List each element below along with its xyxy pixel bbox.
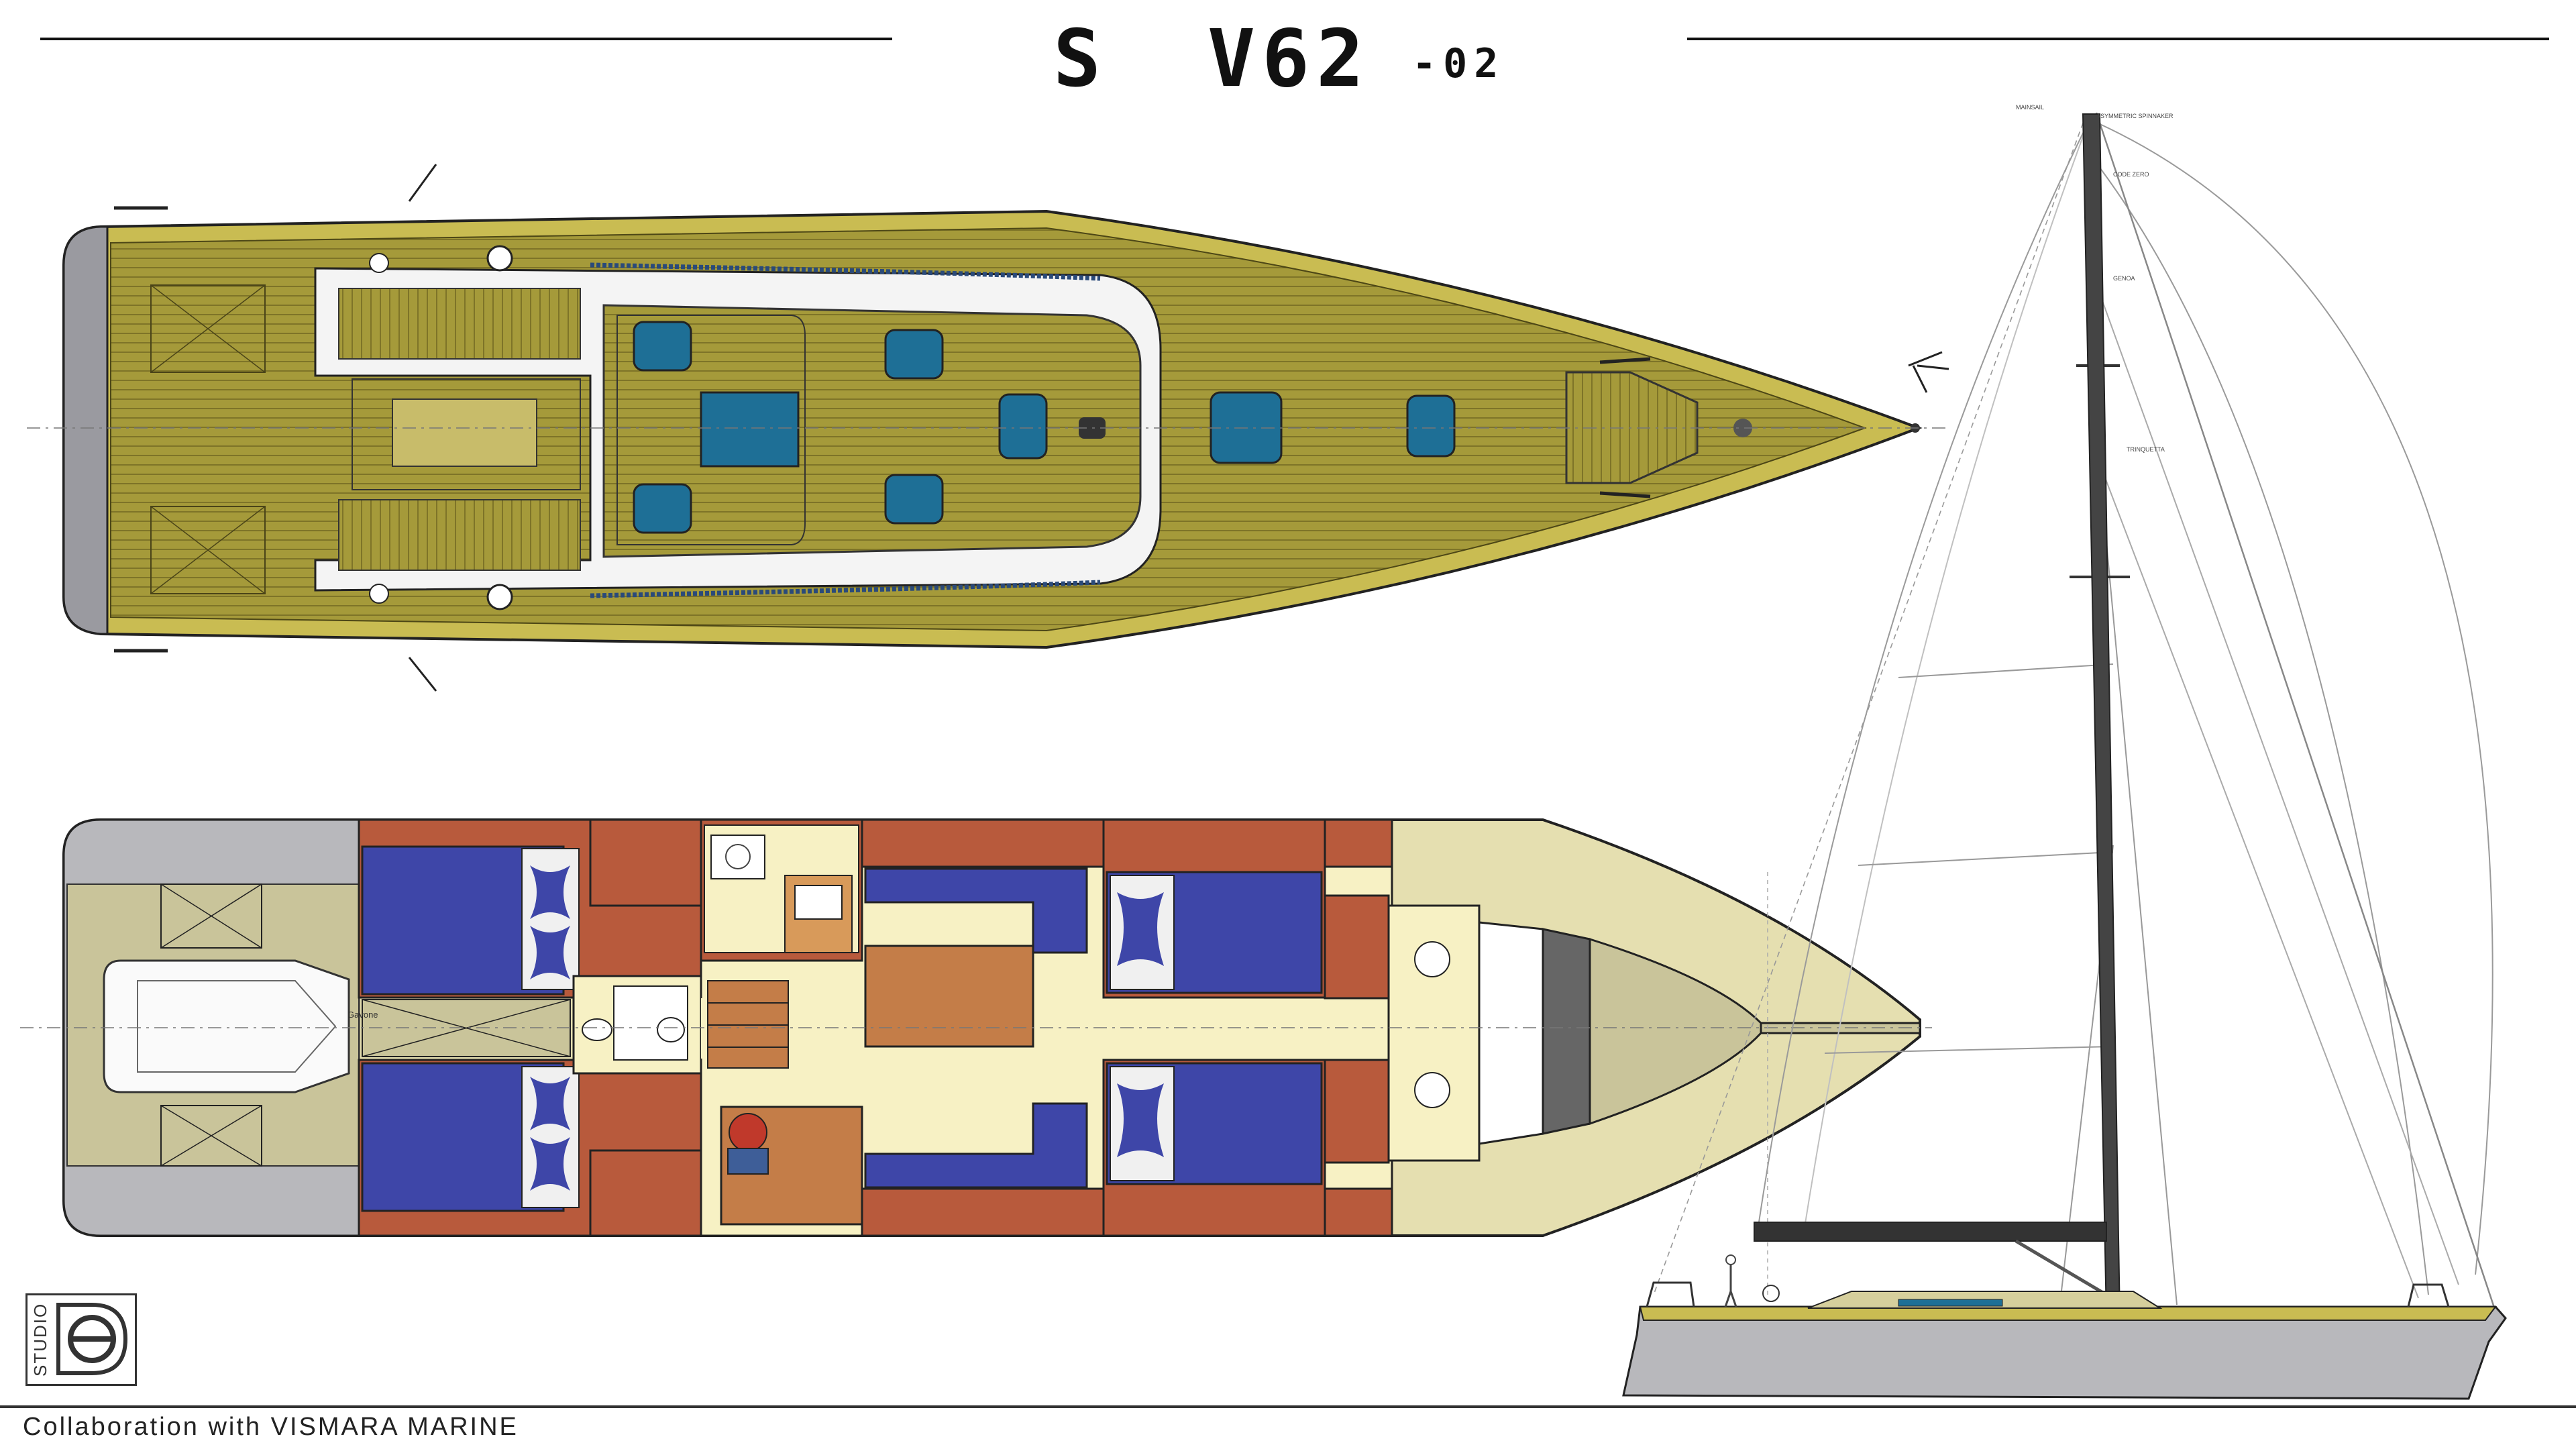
deckhouse-inner — [616, 315, 806, 545]
anchor-locker — [1565, 371, 1699, 484]
side-deck-starboard — [590, 580, 1101, 598]
lazarette-starboard — [150, 506, 266, 594]
chain-locker — [1542, 928, 1591, 1135]
hatch — [998, 393, 1048, 460]
rig-label-trinquetta: TRINQUETTA — [2127, 446, 2165, 453]
batten — [1824, 1046, 2114, 1054]
saloon-table — [864, 945, 1034, 1048]
companionway-hatch — [700, 391, 800, 468]
title-revision: -02 — [1412, 40, 1505, 87]
mast — [2082, 113, 2121, 1319]
deck-plan — [27, 164, 1949, 692]
genoa-leech — [2092, 274, 2459, 1285]
rig-label-genoa: GENOA — [2113, 275, 2135, 282]
logo-text: STUDIO — [30, 1302, 50, 1377]
backstay — [1653, 113, 2087, 1295]
cockpit-table — [392, 398, 537, 467]
sink — [657, 1017, 685, 1042]
bow-fitting-symbol — [1908, 351, 1949, 393]
wardrobe — [589, 1149, 702, 1237]
stove — [710, 835, 765, 879]
garage-locker — [160, 1105, 262, 1167]
hull-profile — [1622, 1305, 2507, 1400]
stern-pushpit — [1646, 1281, 1695, 1307]
cockpit-seat-starboard — [338, 499, 581, 571]
forestay — [2095, 112, 2497, 1312]
bowsprit-plan — [1760, 1022, 1921, 1034]
hatch — [884, 329, 944, 380]
tender-dinghy — [103, 959, 350, 1093]
wardrobe — [1324, 894, 1390, 1000]
sink — [1414, 941, 1450, 977]
hatch — [1406, 394, 1456, 458]
side-deck-port — [590, 262, 1101, 281]
trinquetta-stay — [2092, 445, 2419, 1299]
batten — [1898, 663, 2114, 678]
code-zero-outline — [2089, 154, 2429, 1295]
batten — [1858, 851, 2114, 866]
wardrobe — [589, 818, 702, 907]
rig-label-asymmetric: ASYMMETRIC SPINNAKER — [2096, 113, 2174, 119]
deck-sheer — [1639, 1306, 2497, 1321]
steering-wheel — [1762, 1285, 1780, 1302]
hatch — [633, 321, 692, 372]
boom — [1754, 1222, 2107, 1242]
shroud — [2099, 469, 2178, 1305]
logo-mark-icon — [56, 1303, 128, 1375]
title-model: V62 — [1208, 12, 1371, 105]
title-letter: S — [1053, 12, 1107, 105]
hatch — [633, 483, 692, 534]
forepeak — [1478, 921, 1544, 1145]
forestay-fitting — [1733, 419, 1752, 437]
bow-pulpit — [2407, 1283, 2450, 1307]
lazarette-port — [150, 284, 266, 373]
studio-logo: STUDIO — [25, 1293, 137, 1386]
interior-plan — [20, 818, 1932, 1237]
hatch — [884, 474, 944, 525]
wardrobe — [1324, 1059, 1390, 1164]
winch — [486, 584, 513, 610]
navigator-figure — [729, 1113, 767, 1152]
spinnaker-outline — [2089, 119, 2493, 1275]
toilet — [1414, 1072, 1450, 1108]
mainsail-leech — [1757, 119, 2090, 1232]
deckhouse — [602, 304, 1142, 558]
rig-label-code-zero: CODE ZERO — [2113, 171, 2149, 178]
corridor — [701, 998, 1389, 1059]
scale-human-figure — [1724, 1254, 1737, 1307]
toilet — [582, 1018, 612, 1041]
garage-label: Gavone — [347, 1010, 378, 1020]
vang — [2015, 1239, 2108, 1297]
cockpit-seat-port — [338, 288, 581, 360]
drawing-title: S V62 -02 — [892, 12, 1650, 105]
deck-transom — [62, 225, 109, 635]
rig-label-mainsail: MAINSAIL — [2016, 104, 2045, 111]
sail-plan — [1622, 112, 2507, 1400]
steering-pedestal — [369, 584, 389, 604]
garage-locker — [160, 883, 262, 949]
saloon-sofa-starboard — [864, 1102, 1088, 1189]
steering-pedestal — [369, 253, 389, 273]
mainsail-leech-secondary — [1804, 127, 2087, 1228]
hull-window — [1898, 1299, 2003, 1307]
winch — [486, 245, 513, 272]
collaboration-footer: Collaboration with VISMARA MARINE — [23, 1413, 519, 1441]
